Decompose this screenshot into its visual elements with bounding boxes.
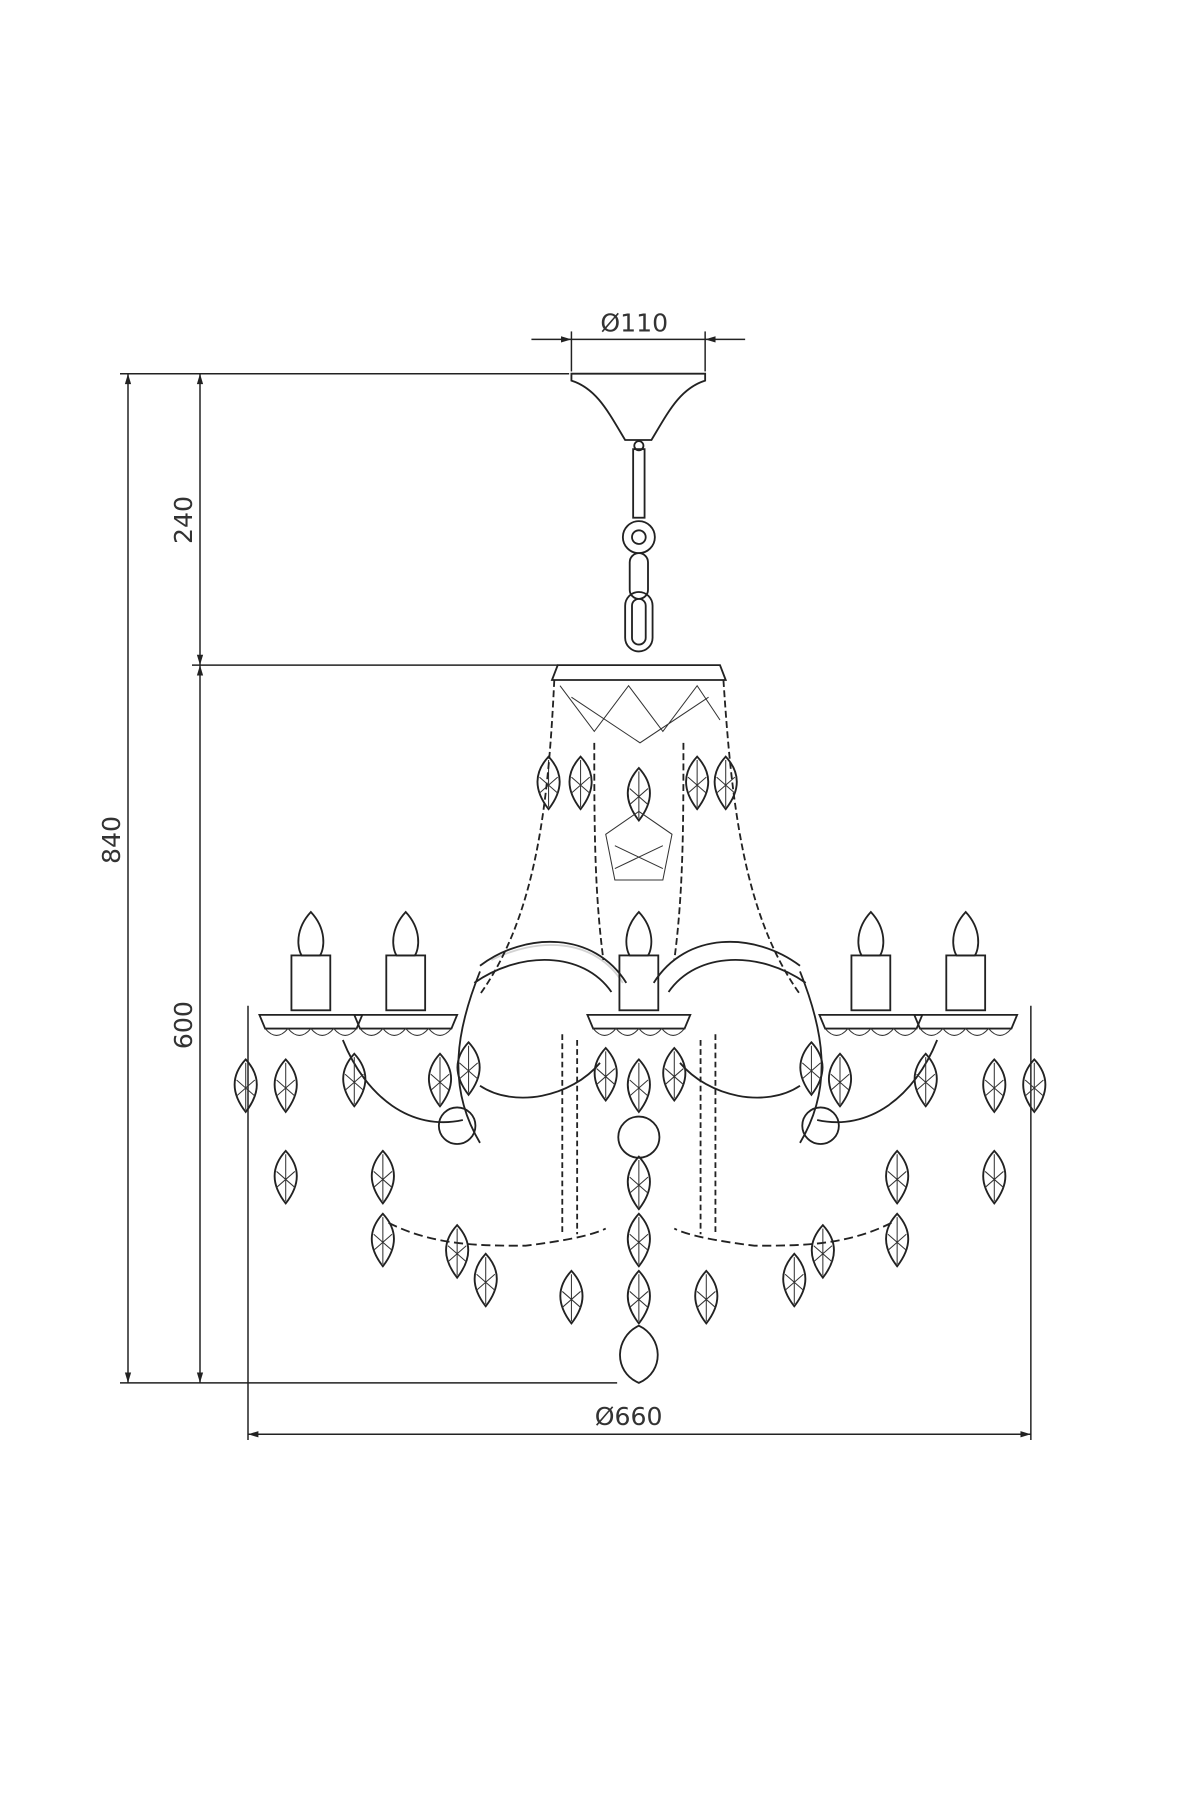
dimension-chain-height: 240 [169, 373, 558, 666]
dimension-overall-diameter: Ø660 [247, 1005, 1032, 1440]
candles [258, 911, 1019, 1037]
overall-diameter-label: Ø660 [595, 1402, 663, 1431]
candle [258, 911, 364, 1037]
canopy-diameter-label: Ø110 [600, 308, 668, 337]
candle [818, 911, 924, 1037]
overall-height-label: 840 [97, 816, 126, 864]
finial-ball [619, 1324, 659, 1384]
arms [342, 940, 938, 1159]
garlands [388, 1034, 892, 1247]
dimension-body-height: 600 [169, 665, 204, 1383]
crystal-drops [233, 1041, 1047, 1384]
chandelier [233, 372, 1047, 1384]
chain-height-label: 240 [169, 496, 198, 544]
canopy [570, 372, 707, 452]
candle [586, 911, 692, 1037]
body-height-label: 600 [169, 1001, 198, 1049]
dimension-canopy-diameter: Ø110 [531, 308, 746, 372]
cage-strands [479, 679, 801, 995]
crown [536, 664, 738, 822]
candle [353, 911, 459, 1037]
candle [913, 911, 1019, 1037]
rod-and-chain [621, 448, 656, 653]
